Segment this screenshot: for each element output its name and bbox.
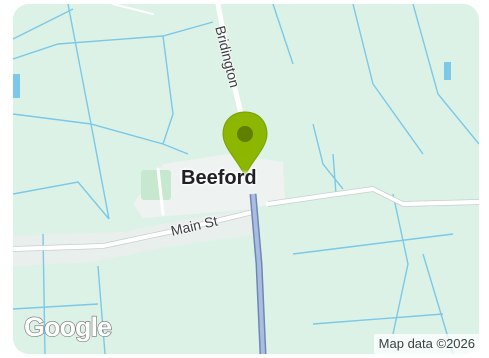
google-logo: Google	[23, 311, 112, 342]
place-label: Beeford	[181, 167, 257, 189]
map-view[interactable]: Bridington Main St Beeford Google Map da…	[13, 4, 479, 354]
map-attribution[interactable]: Map data ©2026	[373, 334, 479, 354]
map-base-layer	[13, 4, 479, 354]
location-marker-icon[interactable]	[220, 110, 270, 178]
